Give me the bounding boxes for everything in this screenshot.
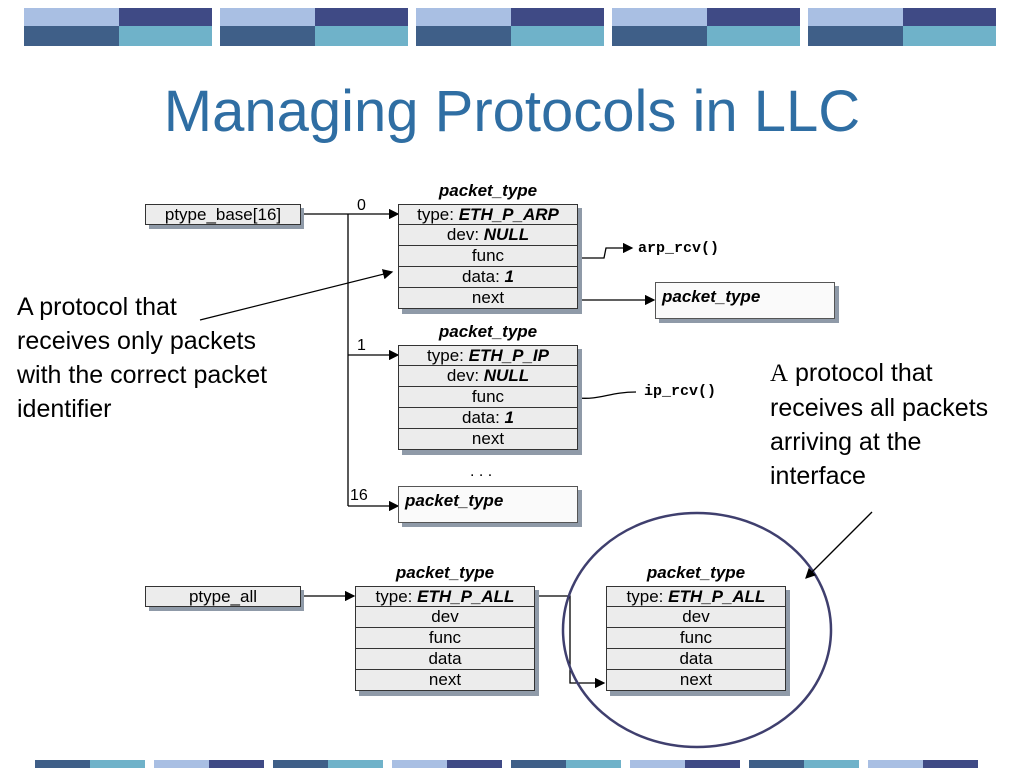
annotation-line: interface	[770, 462, 866, 490]
header-bar	[808, 26, 903, 46]
struct-field-func: func	[355, 628, 535, 649]
field-prefix: data:	[461, 267, 505, 286]
struct-field-dev: dev	[606, 607, 786, 628]
slide-title: Managing Protocols in LLC	[163, 79, 861, 144]
header-bar	[707, 8, 800, 26]
packet-type-16-box: packet_type	[398, 486, 578, 523]
header-bar	[707, 26, 800, 46]
struct-field-type: type: ETH_P_IP	[398, 345, 578, 366]
field-value: ETH_P_ARP	[458, 205, 559, 224]
annotation-line: arriving at the	[770, 428, 922, 456]
index-label: 16	[350, 487, 368, 504]
annotation-text: protocol that	[788, 359, 933, 387]
footer-bar	[685, 760, 740, 768]
struct-field-dev: dev: NULL	[398, 225, 578, 246]
field-prefix: dev:	[446, 225, 484, 244]
struct-field-type: type: ETH_P_ARP	[398, 204, 578, 225]
annotation-line: identifier	[17, 395, 112, 423]
field-prefix: type:	[417, 205, 459, 224]
header-bar	[612, 26, 707, 46]
field-prefix: dev:	[446, 366, 484, 385]
ip-rcv-function: ip_rcv()	[644, 383, 717, 400]
header-bar	[24, 26, 119, 46]
struct-label: packet_type	[438, 322, 538, 341]
field-value: ETH_P_IP	[468, 346, 549, 365]
header-bar	[903, 26, 996, 46]
annotation-line: receives only packets	[17, 327, 257, 355]
footer-bar	[804, 760, 859, 768]
field-prefix: type:	[375, 587, 418, 606]
header-bar	[315, 26, 408, 46]
struct-field-next: next	[398, 429, 578, 450]
struct-field-next: next	[606, 670, 786, 691]
annotation-line: with the correct packet	[17, 361, 268, 389]
struct-field-type: type: ETH_P_ALL	[606, 586, 786, 607]
struct-label: packet_type	[438, 181, 538, 200]
struct-field-func: func	[398, 246, 578, 267]
index-label: 1	[357, 337, 366, 354]
index-label: 0	[357, 197, 366, 214]
struct-label: packet_type	[646, 563, 746, 582]
field-prefix: type:	[427, 346, 469, 365]
ptype-base-box: ptype_base[16]	[145, 204, 301, 225]
left-annotation: A protocol that receives only packets wi…	[17, 290, 267, 426]
field-value: ETH_P_ALL	[668, 587, 766, 606]
field-value: 1	[504, 267, 514, 286]
arp-rcv-function: arp_rcv()	[638, 240, 720, 257]
field-value: ETH_P_ALL	[417, 587, 515, 606]
header-bar	[511, 26, 604, 46]
struct-field-next: next	[355, 670, 535, 691]
ptype-all-box: ptype_all	[145, 586, 301, 607]
header-bar	[903, 8, 996, 26]
header-bar	[315, 8, 408, 26]
ellipsis: . . .	[470, 463, 493, 480]
header-bar	[416, 26, 511, 46]
next-packet-type-box: packet_type	[655, 282, 835, 319]
struct-field-next: next	[398, 288, 578, 309]
struct-field-dev: dev: NULL	[398, 366, 578, 387]
annotation-initial: A	[770, 360, 789, 387]
footer-bar	[447, 760, 502, 768]
right-annotation: A protocol that receives all packets arr…	[770, 356, 988, 493]
footer-bar	[209, 760, 264, 768]
field-value: NULL	[483, 225, 530, 244]
struct-field-data: data	[606, 649, 786, 670]
struct-field-dev: dev	[355, 607, 535, 628]
header-bar	[119, 8, 212, 26]
struct-field-type: type: ETH_P_ALL	[355, 586, 535, 607]
footer-bar	[90, 760, 145, 768]
field-value: 1	[504, 408, 514, 427]
field-prefix: type:	[626, 587, 669, 606]
field-value: NULL	[483, 366, 530, 385]
header-bar	[220, 26, 315, 46]
struct-field-data: data	[355, 649, 535, 670]
annotation-line: receives all packets	[770, 394, 989, 422]
struct-field-func: func	[398, 387, 578, 408]
footer-bar	[566, 760, 621, 768]
struct-field-func: func	[606, 628, 786, 649]
struct-field-data: data: 1	[398, 408, 578, 429]
struct-label: packet_type	[395, 563, 495, 582]
field-prefix: data:	[461, 408, 505, 427]
footer-bar	[328, 760, 383, 768]
header-bar	[511, 8, 604, 26]
struct-field-data: data: 1	[398, 267, 578, 288]
annotation-line: A protocol that	[770, 356, 988, 391]
header-bar	[119, 26, 212, 46]
annotation-line: A protocol that	[17, 293, 177, 321]
footer-bar	[923, 760, 978, 768]
